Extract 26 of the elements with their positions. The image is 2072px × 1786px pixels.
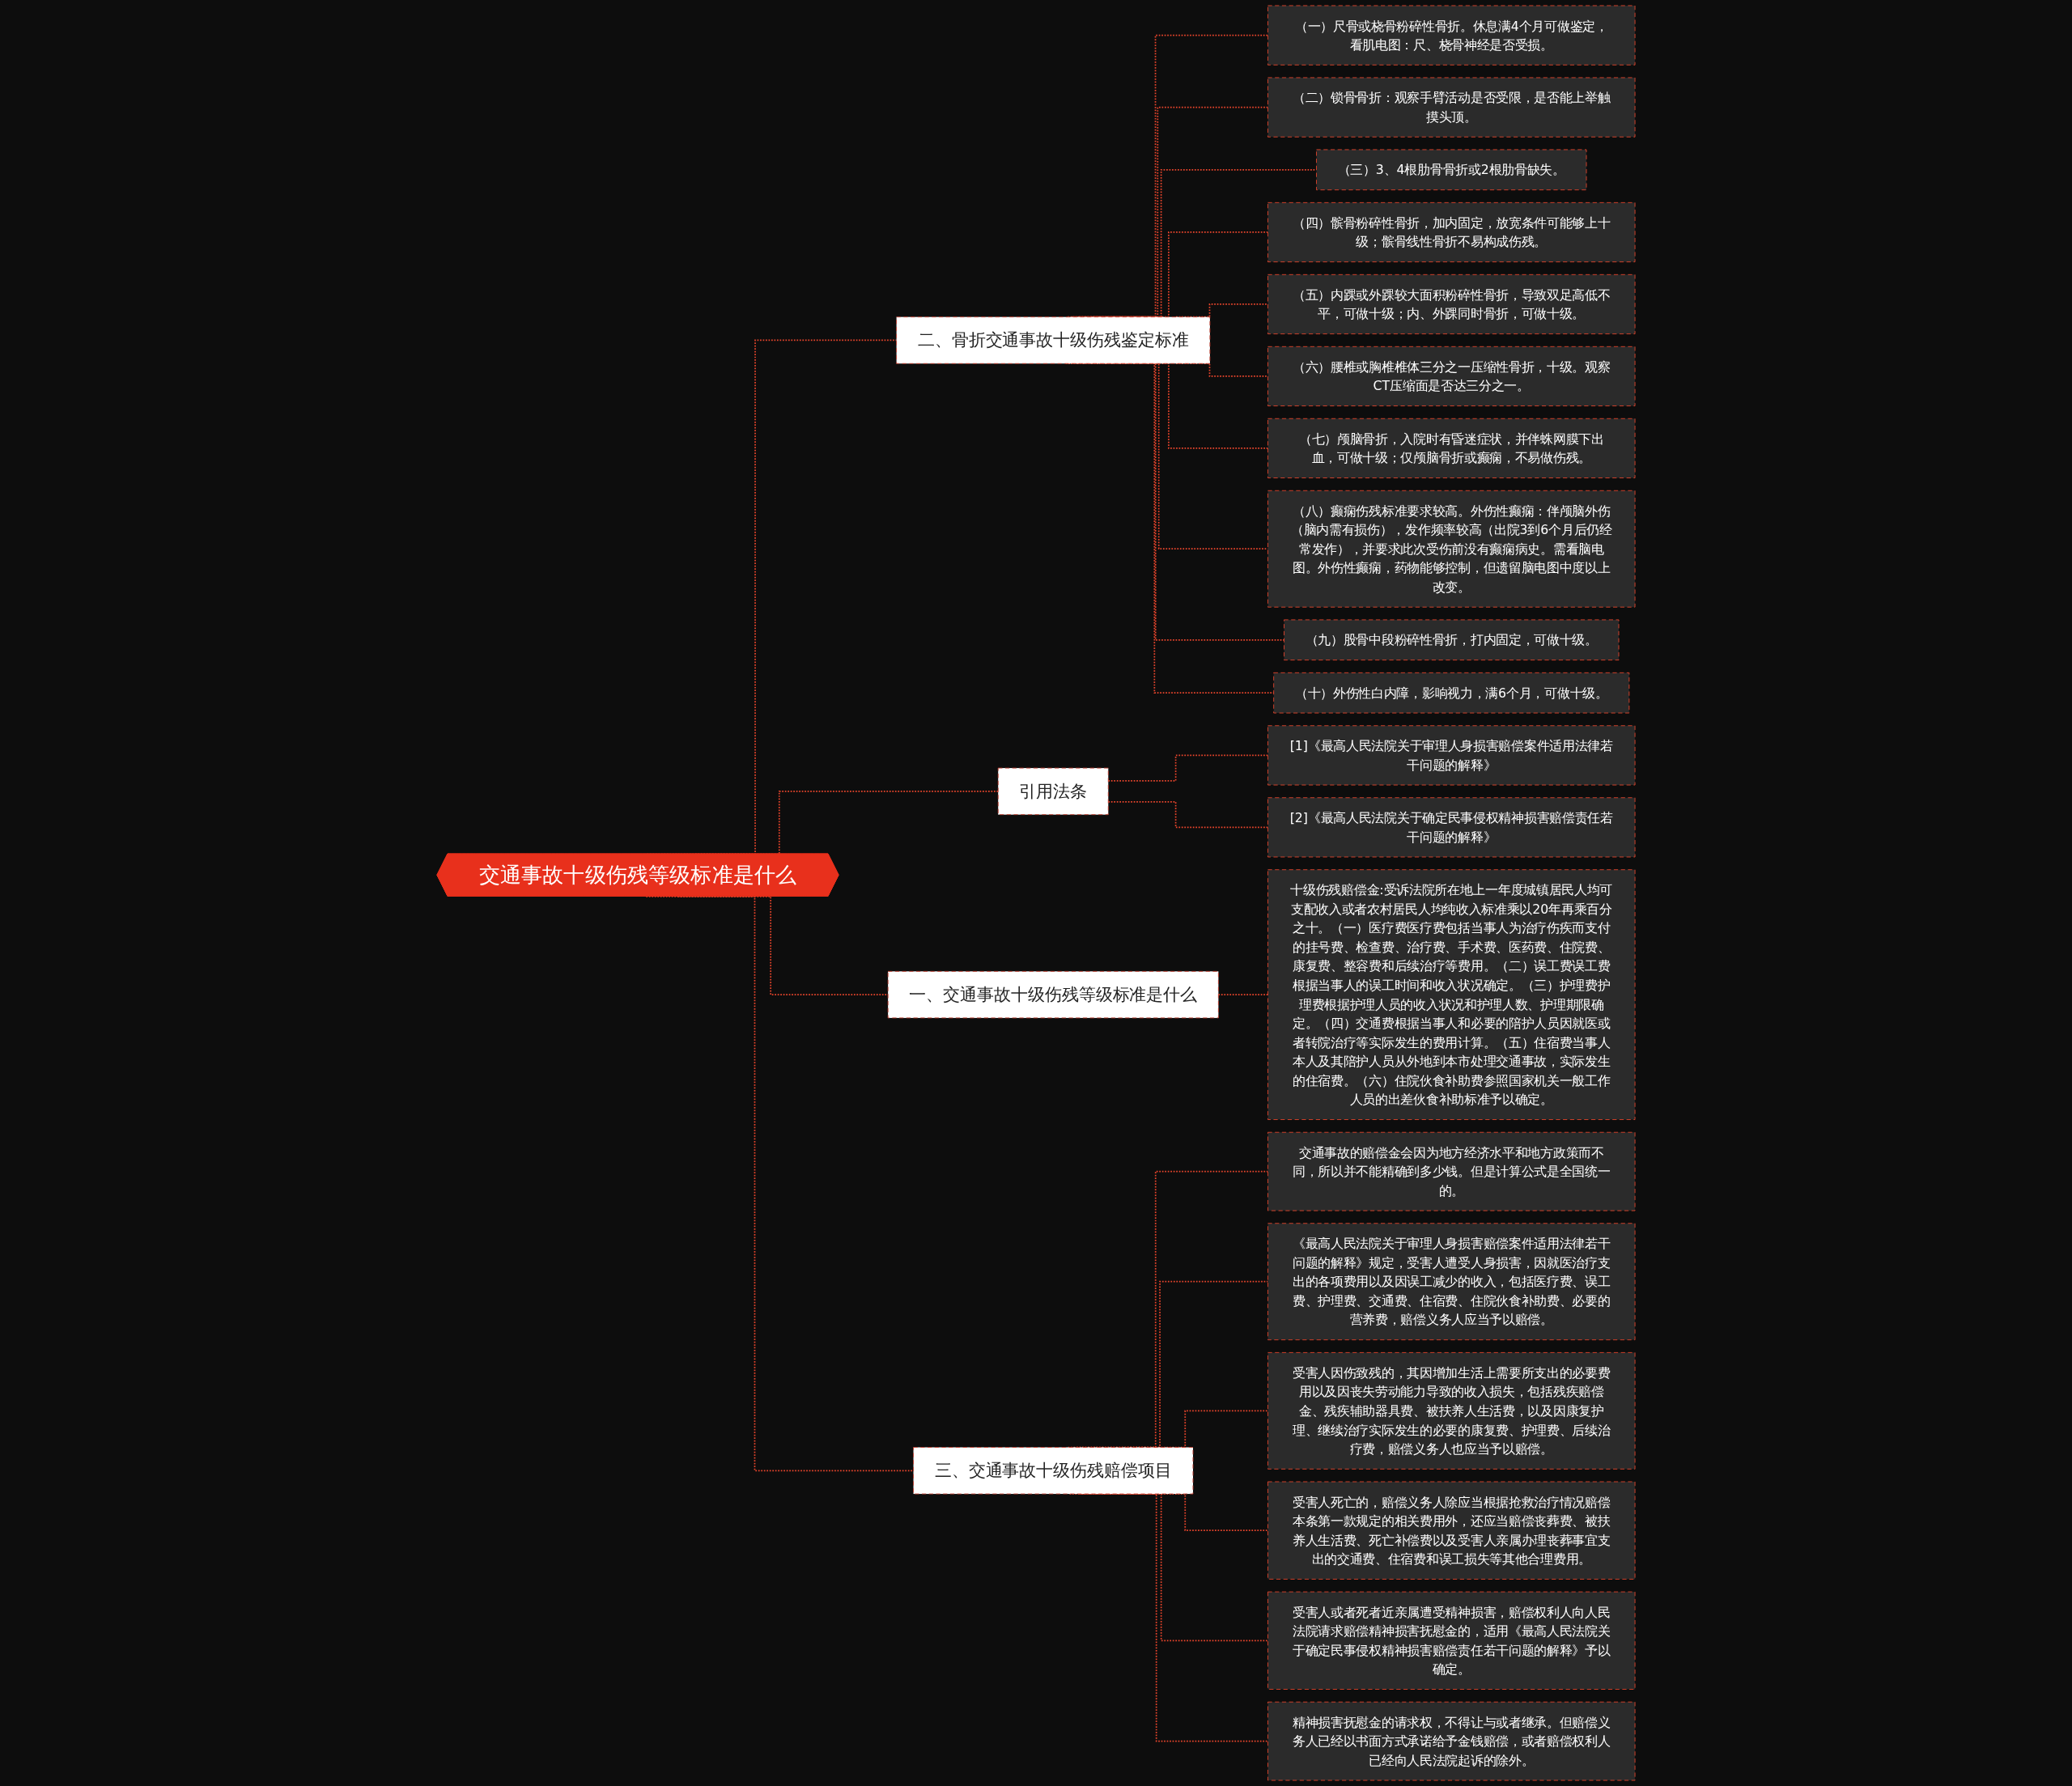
- node-box: [1267, 725, 1636, 786]
- node-box: [1267, 869, 1636, 1120]
- node-box: [1267, 202, 1636, 263]
- node-box: [1267, 1131, 1636, 1211]
- node-box: [1267, 1591, 1636, 1690]
- node-box: [1267, 797, 1636, 858]
- node-box: [1267, 1481, 1636, 1580]
- node-box: [1267, 5, 1636, 66]
- node-box: [1316, 149, 1587, 191]
- node-box: [1284, 619, 1620, 661]
- node-box: [1267, 490, 1636, 608]
- node-box: [1267, 346, 1636, 407]
- connector: [1107, 800, 1269, 829]
- node-box: [913, 1447, 1194, 1495]
- connector: [1107, 754, 1269, 782]
- node-box: [1267, 274, 1636, 335]
- node-box: [1267, 1351, 1636, 1470]
- node-box: [1267, 77, 1636, 138]
- node-box: [896, 316, 1211, 364]
- node-box: [997, 767, 1109, 816]
- node-box: [1267, 418, 1636, 478]
- node-box: [887, 970, 1219, 1019]
- node-box: [1267, 1223, 1636, 1341]
- node-box: [1273, 672, 1630, 714]
- node-box: [1267, 1701, 1636, 1781]
- connector: [1217, 994, 1269, 995]
